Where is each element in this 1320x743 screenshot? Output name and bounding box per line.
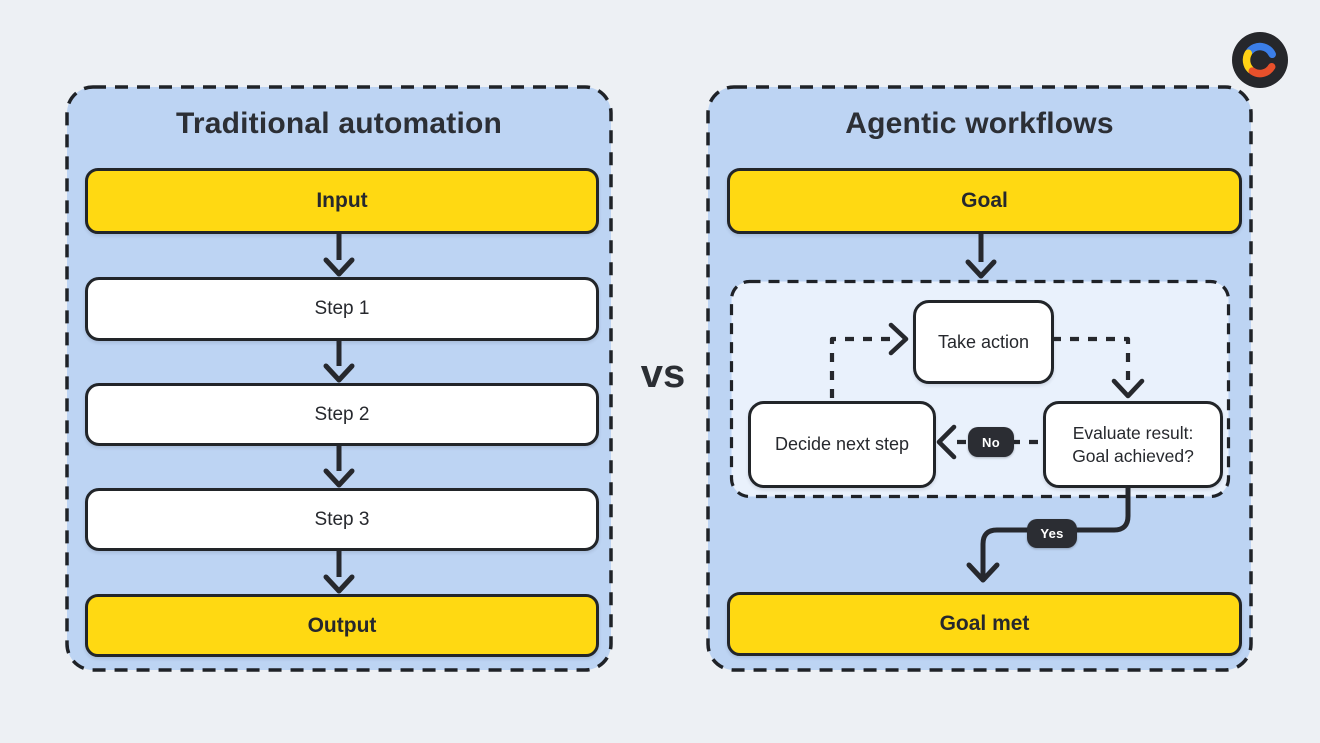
agentic-panel-title: Agentic workflows	[845, 107, 1114, 140]
arrow-decide-to-take-action	[829, 322, 909, 398]
step1-box: Step 1	[85, 277, 599, 341]
brand-logo	[1231, 31, 1289, 89]
evaluate-result-line2: Goal achieved?	[1072, 445, 1194, 466]
no-badge-label: No	[982, 434, 1000, 450]
goal-met-box: Goal met	[727, 592, 1242, 656]
take-action-label: Take action	[937, 331, 1030, 352]
c-ring-icon	[1232, 32, 1288, 88]
decide-next-step-label: Decide next step	[774, 434, 910, 454]
decide-next-step-box: Decide next step	[748, 401, 936, 488]
output-box-label: Output	[307, 613, 377, 637]
arrow-take-action-to-evaluate	[1052, 336, 1145, 399]
traditional-panel-title: Traditional automation	[175, 107, 503, 140]
arrow-goal-to-loop	[965, 233, 997, 279]
goal-box-label: Goal	[961, 189, 1008, 212]
step2-box-label: Step 2	[314, 403, 370, 425]
arrow-input-to-step1	[323, 231, 355, 277]
take-action-box: Take action	[913, 300, 1054, 384]
vs-label: vs	[640, 351, 686, 396]
step2-box: Step 2	[85, 383, 599, 446]
evaluate-result-box: Evaluate result: Goal achieved?	[1043, 401, 1223, 488]
yes-badge: Yes	[1027, 519, 1077, 548]
arrow-step1-to-step2	[323, 338, 355, 383]
arrow-step2-to-step3	[323, 443, 355, 488]
goal-box: Goal	[727, 168, 1242, 234]
arrow-step3-to-output	[323, 548, 355, 594]
step3-box-label: Step 3	[314, 508, 370, 530]
step1-box-label: Step 1	[314, 298, 370, 319]
input-box: Input	[85, 168, 599, 234]
evaluate-result-line1: Evaluate result:	[1072, 422, 1194, 443]
evaluate-result-label: Evaluate result: Goal achieved?	[1072, 422, 1194, 468]
step3-box: Step 3	[85, 488, 599, 551]
output-box: Output	[85, 594, 599, 657]
goal-met-label: Goal met	[939, 612, 1030, 635]
no-badge: No	[968, 427, 1014, 457]
yes-badge-label: Yes	[1040, 526, 1064, 541]
input-box-label: Input	[316, 189, 368, 212]
